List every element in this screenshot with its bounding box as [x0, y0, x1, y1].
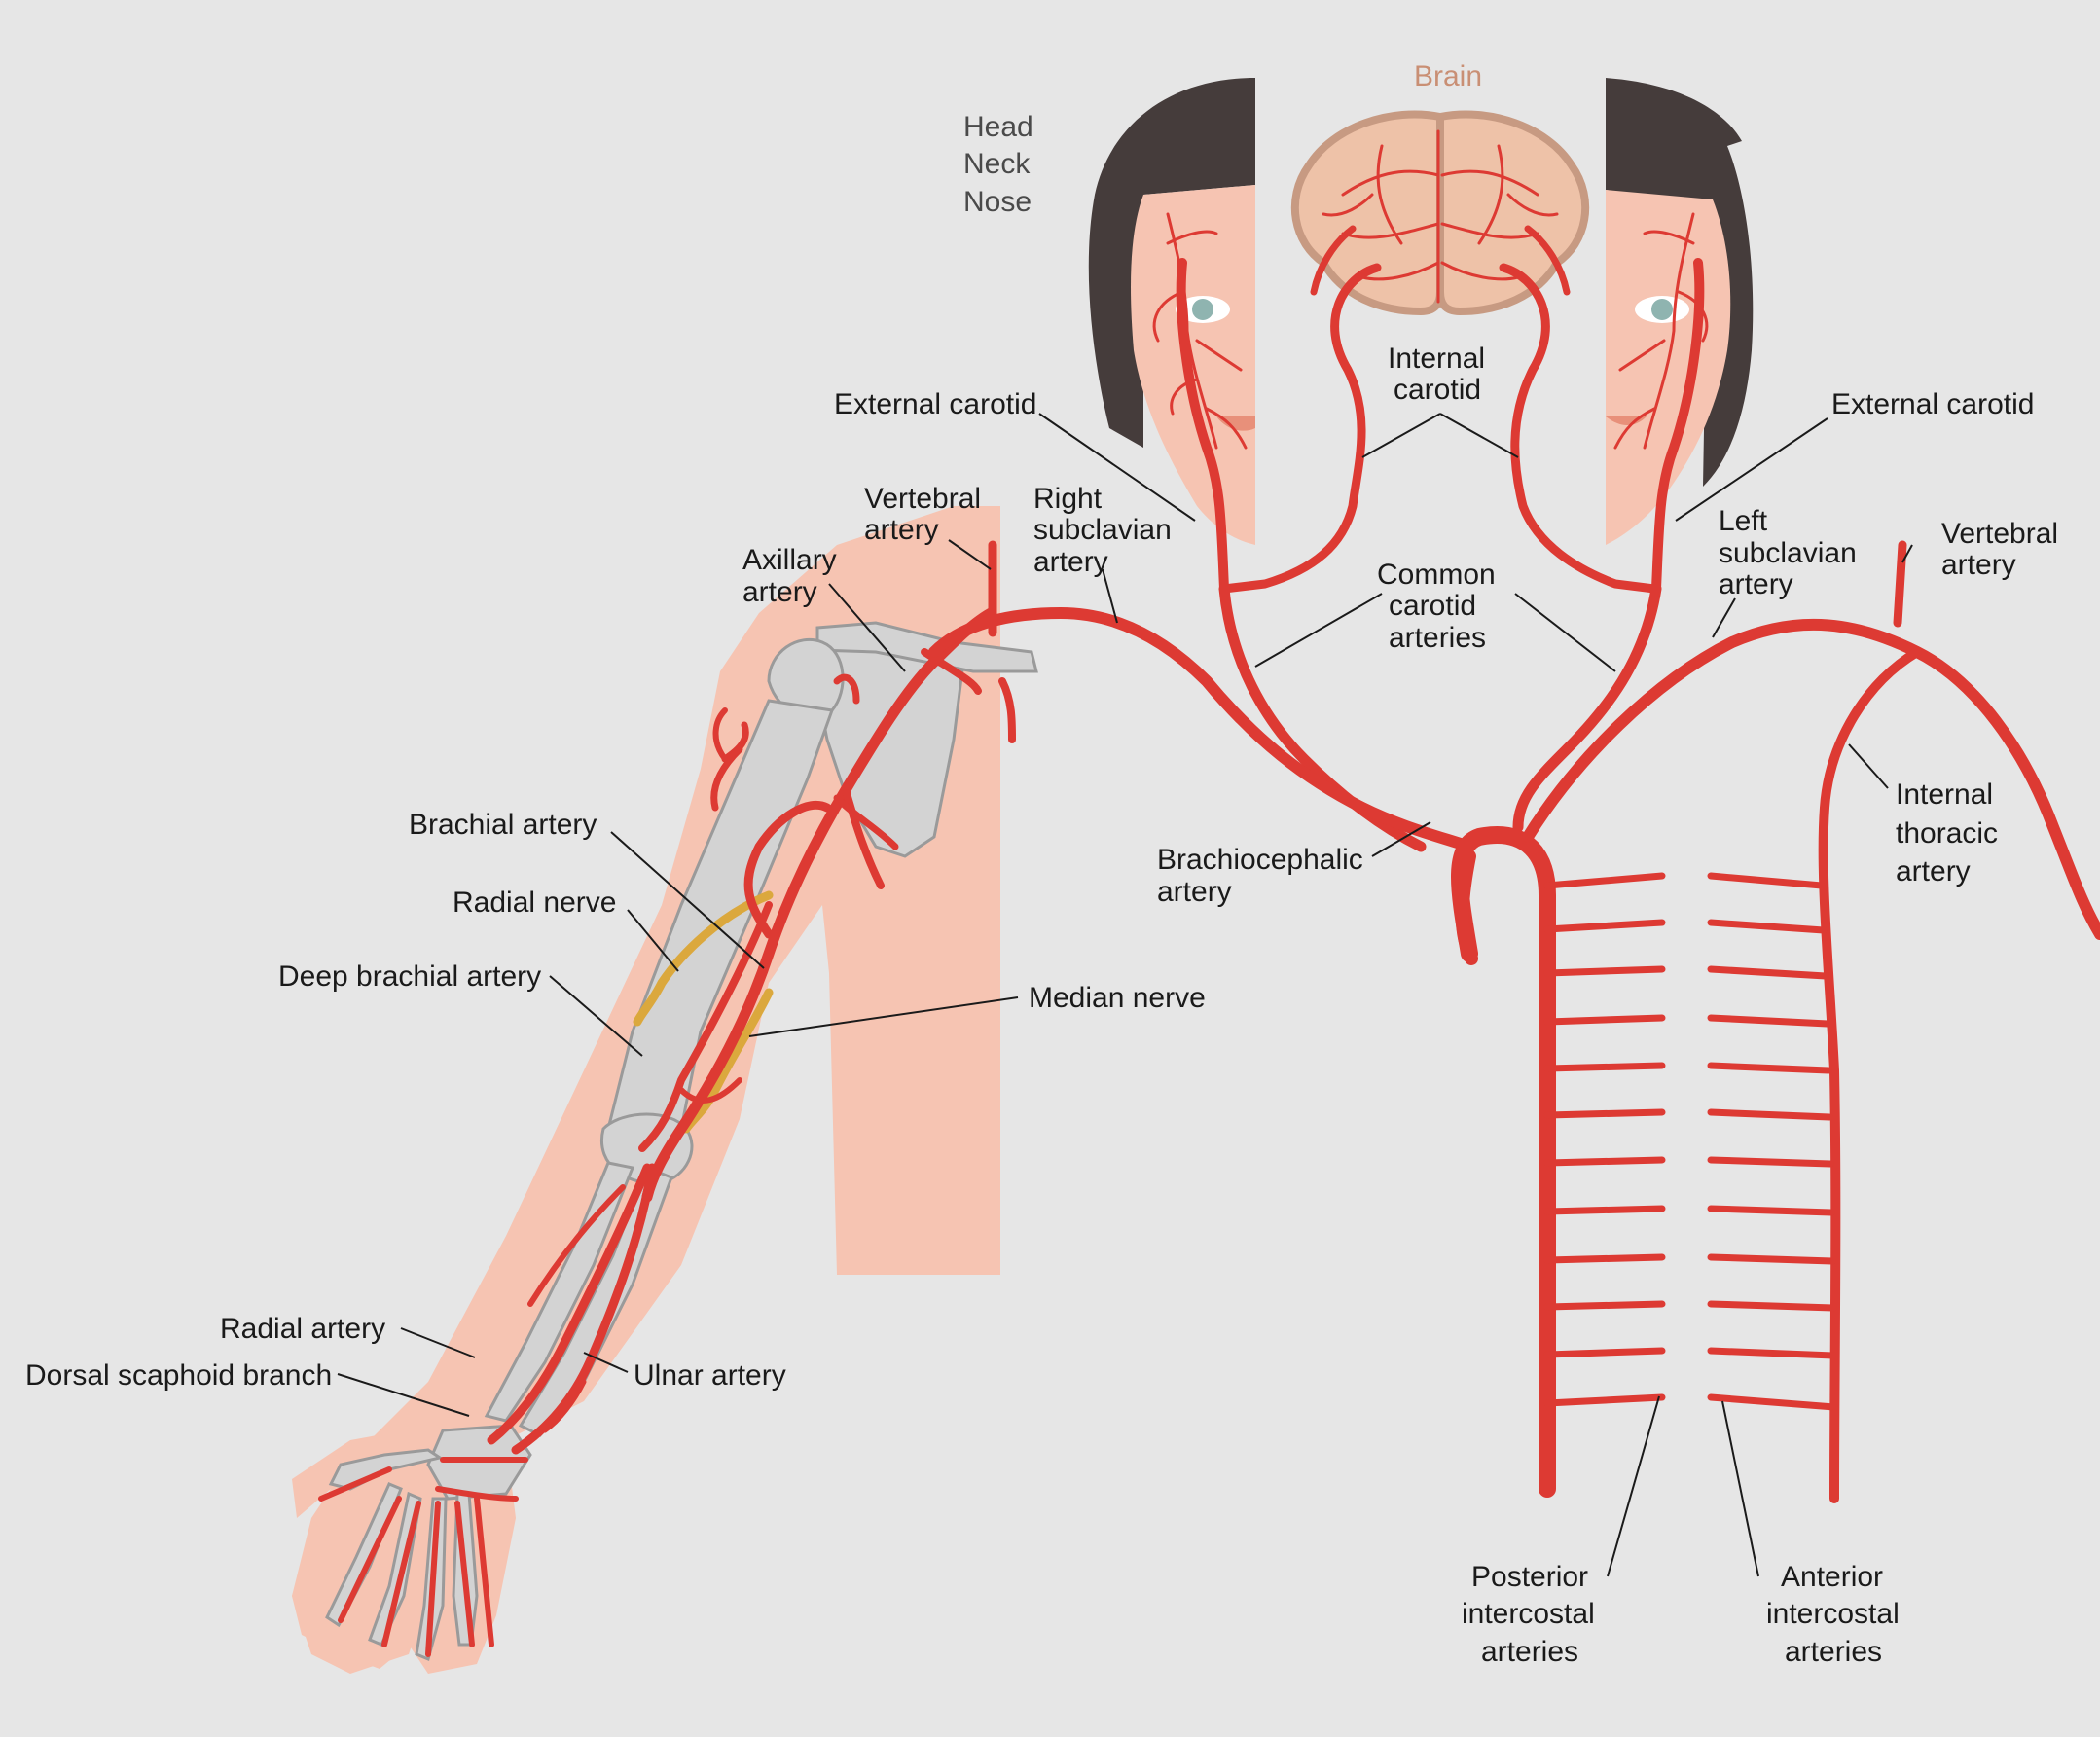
left-subclavian-artery	[1522, 618, 2100, 940]
label-common-carotid-1: Common	[1377, 559, 1496, 591]
label-brachiocephalic-1: Brachiocephalic	[1157, 844, 1363, 876]
arm-illustration	[292, 506, 1038, 1674]
left-internal-carotid	[1499, 263, 1659, 594]
posterior-intercostal-arteries	[1543, 872, 1666, 1407]
right-common-carotid	[1218, 583, 1427, 852]
arm-arteries	[318, 607, 1016, 1657]
aortic-root	[1455, 850, 1478, 965]
label-right-subclavian-3: artery	[1033, 546, 1108, 578]
label-left-subclavian-2: subclavian	[1719, 537, 1857, 569]
left-external-carotid	[1651, 258, 1705, 594]
label-brachiocephalic-2: artery	[1157, 876, 1232, 908]
label-nose: Nose	[963, 186, 1032, 218]
label-common-carotid-3: arteries	[1389, 622, 1486, 654]
label-common-carotid-2: carotid	[1389, 590, 1476, 622]
label-anterior-intercostal-1: Anterior	[1781, 1561, 1883, 1593]
radius	[484, 1161, 635, 1423]
right-iris	[1192, 299, 1213, 320]
leader-lines	[337, 413, 1913, 1577]
label-posterior-intercostal-2: intercostal	[1462, 1598, 1595, 1630]
aortic-arch	[1451, 826, 1556, 1498]
label-posterior-intercostal-3: arteries	[1481, 1636, 1578, 1668]
left-vertebral-artery	[1893, 540, 1907, 628]
label-vertebral-left-1: Vertebral	[1941, 518, 2058, 550]
hand-arteries	[318, 1456, 528, 1657]
brain	[1290, 110, 1590, 316]
labels: Head Neck Nose Brain External carotid Ex…	[25, 60, 2058, 1668]
label-posterior-intercostal-1: Posterior	[1471, 1561, 1588, 1593]
left-brain-feeder	[1524, 225, 1571, 296]
label-ulnar-artery: Ulnar artery	[634, 1359, 786, 1392]
label-internal-thoracic-3: artery	[1896, 855, 1971, 887]
left-iris	[1651, 299, 1673, 320]
label-external-carotid-right: External carotid	[834, 388, 1036, 420]
brain-arteries	[1322, 129, 1559, 304]
brain-left-hemisphere	[1290, 110, 1444, 316]
right-face	[1088, 78, 1255, 545]
label-vertebral-right-2: artery	[864, 514, 939, 546]
right-brain-feeder	[1310, 225, 1357, 296]
label-external-carotid-left: External carotid	[1831, 388, 2034, 420]
anterior-intercostal-arteries	[1707, 872, 1838, 1411]
label-anterior-intercostal-3: arteries	[1785, 1636, 1882, 1668]
label-vertebral-right-1: Vertebral	[864, 483, 981, 515]
right-external-carotid	[1176, 258, 1229, 594]
label-internal-carotid-1: Internal	[1388, 343, 1485, 375]
label-brain: Brain	[1414, 60, 1482, 92]
right-hair	[1088, 78, 1255, 448]
label-neck: Neck	[963, 148, 1031, 180]
label-dorsal-scaphoid-branch: Dorsal scaphoid branch	[25, 1359, 332, 1392]
radial-nerve	[633, 890, 774, 1027]
neck-thorax-arteries	[928, 225, 2100, 1503]
left-common-carotid	[1512, 583, 1662, 833]
median-nerve	[681, 988, 774, 1134]
left-face	[1606, 78, 1754, 545]
label-left-subclavian-3: artery	[1719, 568, 1793, 600]
label-internal-thoracic-1: Internal	[1896, 778, 1993, 811]
label-anterior-intercostal-2: intercostal	[1766, 1598, 1900, 1630]
label-deep-brachial-artery: Deep brachial artery	[278, 960, 541, 993]
right-internal-carotid	[1219, 263, 1382, 594]
brain-right-hemisphere	[1436, 110, 1590, 316]
label-radial-nerve: Radial nerve	[453, 887, 616, 919]
label-median-nerve: Median nerve	[1029, 982, 1206, 1014]
label-vertebral-left-2: artery	[1941, 549, 2016, 581]
label-brachial-artery: Brachial artery	[409, 809, 597, 841]
label-internal-carotid-2: carotid	[1394, 374, 1481, 406]
label-right-subclavian-1: Right	[1033, 483, 1103, 515]
label-radial-artery: Radial artery	[220, 1313, 385, 1345]
label-head: Head	[963, 111, 1033, 143]
label-axillary-2: artery	[742, 576, 817, 608]
label-internal-thoracic-2: thoracic	[1896, 817, 1998, 850]
label-axillary-1: Axillary	[742, 544, 837, 576]
label-left-subclavian-1: Left	[1719, 505, 1768, 537]
right-subclavian-artery	[928, 607, 1475, 852]
label-right-subclavian-2: subclavian	[1033, 514, 1172, 546]
